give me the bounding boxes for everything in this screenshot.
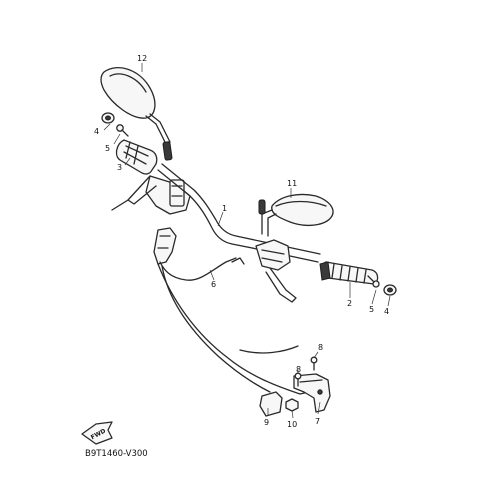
- callout-4-right: 4: [384, 307, 389, 316]
- callout-2: 2: [347, 299, 352, 308]
- throttle-cable[interactable]: [159, 257, 271, 393]
- callout-8-lower: 8: [296, 365, 301, 374]
- callout-3: 3: [117, 163, 122, 172]
- callout-8-upper: 8: [318, 343, 323, 352]
- callout-6: 6: [211, 280, 216, 289]
- callout-12: 12: [137, 54, 147, 63]
- lower-lever-bracket[interactable]: [293, 373, 331, 413]
- clutch-cable[interactable]: [157, 263, 319, 395]
- left-grip[interactable]: [115, 139, 158, 175]
- callout-5-left: 5: [105, 144, 110, 153]
- right-grip[interactable]: [319, 261, 379, 285]
- callout-5-right: 5: [369, 305, 374, 314]
- right-grip-end-screw[interactable]: [367, 275, 380, 288]
- right-switch-housing[interactable]: [255, 239, 297, 303]
- bolt-upper[interactable]: [310, 356, 318, 371]
- leader-lines: [103, 63, 391, 419]
- cable-guide[interactable]: [153, 227, 177, 265]
- left-mirror[interactable]: [100, 67, 173, 161]
- callout-4-left: 4: [94, 127, 99, 136]
- callout-10: 10: [287, 420, 297, 429]
- bracket-plate[interactable]: [259, 391, 283, 417]
- nut[interactable]: [285, 398, 299, 412]
- diagram-code: B9T1460-V300: [85, 449, 148, 459]
- right-mirror[interactable]: [258, 193, 334, 237]
- callout-11: 11: [287, 179, 297, 188]
- left-lever-assembly[interactable]: [111, 175, 191, 215]
- fwd-arrow-icon: FWD: [81, 421, 113, 445]
- left-grip-end-screw[interactable]: [116, 124, 129, 137]
- right-grip-end-weight[interactable]: [383, 284, 397, 296]
- callout-7: 7: [315, 417, 320, 426]
- callout-1: 1: [222, 204, 227, 213]
- handlebar[interactable]: [157, 163, 321, 263]
- left-grip-end-weight[interactable]: [101, 112, 115, 124]
- callout-9: 9: [264, 418, 269, 427]
